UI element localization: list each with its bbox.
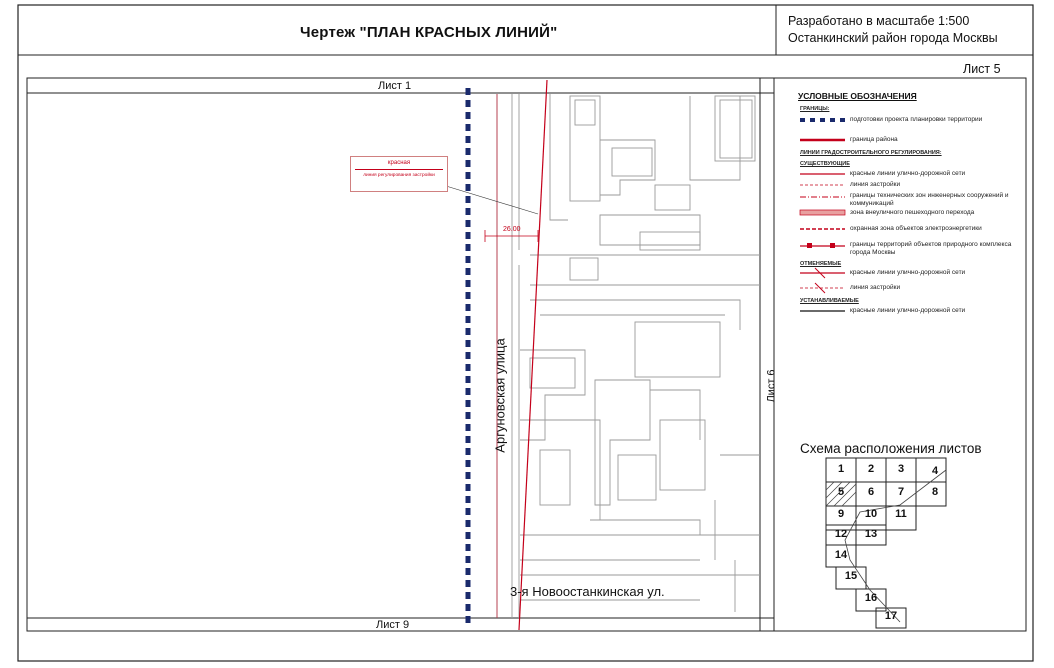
sheet-ref-top: Лист 1	[378, 80, 412, 92]
outer-frame	[17, 4, 1034, 662]
callout-leader	[445, 185, 539, 215]
street-label-argunovskaya: Аргуновская улица	[492, 338, 508, 453]
legend-title: УСЛОВНЫЕ ОБОЗНАЧЕНИЯ	[798, 91, 917, 101]
layout-scheme-title: Схема расположения листов	[800, 441, 982, 456]
legend-item-cancel-red: красные линии улично-дорожной сети	[850, 269, 966, 276]
district-boundary-line	[518, 79, 548, 631]
dimension-label: 26.00	[503, 226, 521, 233]
layout-cell-10: 10	[864, 508, 878, 520]
current-sheet-hatch	[825, 481, 857, 507]
callout-text-2: линия регулирования застройки	[363, 173, 435, 178]
layout-grid	[825, 457, 947, 629]
layout-cell-15: 15	[844, 570, 858, 582]
legend-symbols	[799, 118, 846, 312]
legend-subgroup-established: УСТАНАВЛИВАЕМЫЕ	[800, 298, 859, 304]
callout-divider	[355, 169, 443, 170]
layout-cell-3: 3	[897, 463, 905, 475]
legend-frame	[773, 77, 1027, 632]
street-label-novoostankinskaya: 3-я Новоостанкинская ул.	[510, 584, 665, 599]
layout-cell-1: 1	[837, 463, 845, 475]
base-map	[496, 94, 760, 618]
stamp-district: Останкинский район города Москвы	[788, 31, 998, 45]
legend-item-red-lines: красные линии улично-дорожной сети	[850, 170, 966, 177]
sheet-number-label: Лист 5	[963, 62, 1001, 76]
layout-cell-14: 14	[834, 549, 848, 561]
legend-group-regulation: ЛИНИИ ГРАДОСТРОИТЕЛЬНОГО РЕГУЛИРОВАНИЯ:	[800, 150, 942, 156]
layout-cell-9: 9	[837, 508, 845, 520]
legend-item-power: охранная зона объектов электроэнергетики	[850, 225, 982, 232]
drawing-title: Чертеж "ПЛАН КРАСНЫХ ЛИНИЙ"	[300, 24, 558, 41]
layout-cell-13: 13	[864, 528, 878, 540]
stamp-scale: Разработано в масштабе 1:500	[788, 14, 970, 28]
legend-item-project-boundary: подготовки проекта планировки территории	[850, 116, 983, 123]
layout-cell-12: 12	[834, 528, 848, 540]
layout-cell-2: 2	[867, 463, 875, 475]
red-line-callout: красная линия регулирования застройки	[350, 156, 448, 192]
sheet-ref-right: Лист 6	[765, 369, 778, 403]
stamp-box	[775, 4, 1034, 56]
legend-item-new-red: красные линии улично-дорожной сети	[850, 307, 966, 314]
layout-cell-11: 11	[895, 508, 907, 520]
legend-item-district-boundary: граница района	[850, 136, 898, 143]
legend-item-cancel-building: линия застройки	[850, 284, 901, 291]
layout-cell-5: 5	[837, 486, 845, 498]
layout-cell-4: 4	[931, 465, 939, 477]
layout-cell-8: 8	[931, 486, 939, 498]
sheet-ref-bottom: Лист 9	[376, 619, 410, 631]
legend-item-tech-zones: границы технических зон инженерных соору…	[850, 192, 1009, 207]
legend-item-pedestrian: зона внеуличного пешеходного перехода	[850, 209, 975, 216]
layout-cell-6: 6	[867, 486, 875, 498]
legend-item-nature: границы территорий объектов природного к…	[850, 241, 1012, 256]
legend-subgroup-cancelled: ОТМЕНЯЕМЫЕ	[800, 261, 842, 267]
layout-cell-17: 17	[884, 610, 898, 622]
legend-subgroup-existing: СУЩЕСТВУЮЩИЕ	[800, 161, 850, 167]
layout-cell-7: 7	[897, 486, 905, 498]
layout-cell-16: 16	[864, 592, 878, 604]
territory-trace	[844, 469, 947, 623]
callout-text-1: красная	[387, 160, 411, 166]
legend-group-boundaries: ГРАНИЦЫ:	[800, 106, 830, 112]
legend-item-building-line: линия застройки	[850, 181, 901, 188]
